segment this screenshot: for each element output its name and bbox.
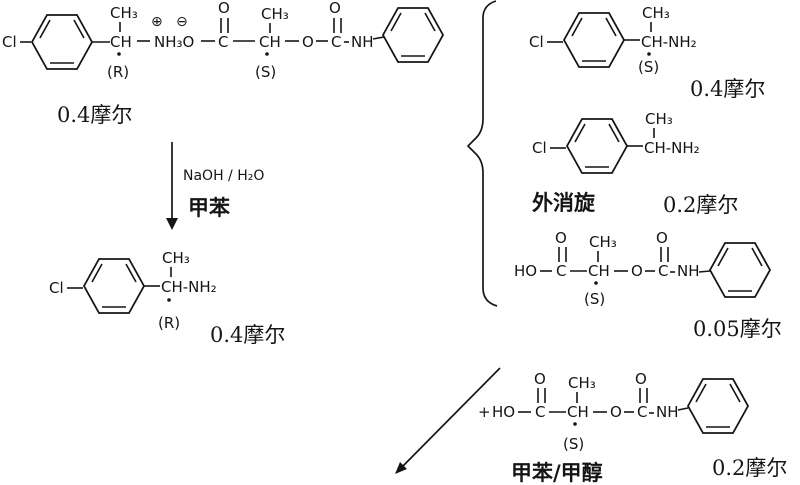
carbon-label: C	[637, 403, 647, 421]
methyl-label: CH₃	[589, 233, 617, 251]
reaction-arrow-diagonal	[401, 367, 501, 468]
ch-label: CH	[588, 262, 610, 280]
reactant-salt-structure: Cl CH₃ CH (R) ⊕ ⊖ NH₃O C O CH₃ CH (S) O …	[2, 0, 444, 127]
carbon-label: C	[556, 262, 566, 280]
arrowhead-icon	[166, 218, 178, 230]
carbonyl-o-label: O	[555, 229, 567, 247]
mole-amount-label: 0.4摩尔	[210, 323, 285, 347]
stereo-dot	[573, 422, 577, 426]
solvent-label: 甲苯	[188, 195, 230, 220]
methyl-label: CH₃	[261, 5, 289, 23]
cl-atom-label: Cl	[49, 279, 64, 297]
mole-amount-label: 0.4摩尔	[57, 103, 132, 127]
benzene-ring	[566, 118, 628, 174]
charge-minus-icon: ⊖	[176, 14, 188, 30]
stereo-label: (R)	[158, 314, 180, 332]
nh-label: NH	[656, 403, 679, 421]
reaction-step-1: NaOH / H₂O 甲苯	[166, 142, 264, 230]
stereo-label: (S)	[638, 58, 659, 76]
methyl-label: CH₃	[568, 374, 596, 392]
stereo-dot	[647, 52, 651, 56]
product-r-amine-structure: Cl CH₃ CH-NH₂ (R) 0.4摩尔	[49, 249, 285, 347]
stereo-label: (R)	[107, 63, 129, 81]
carbonyl-o-label: O	[534, 370, 546, 388]
bond	[677, 407, 689, 411]
carbon-label: C	[535, 403, 545, 421]
stereo-dot	[594, 281, 598, 285]
carbonyl-o-label: O	[635, 370, 647, 388]
carbon-label: C	[658, 262, 668, 280]
bond	[698, 270, 711, 273]
ammonium-oxygen-label: NH₃O	[154, 33, 194, 51]
benzene-ring	[31, 14, 93, 70]
grouping-brace	[466, 0, 498, 307]
ester-o-label: O	[302, 33, 314, 51]
benzene-ring	[83, 258, 145, 314]
amine-label: CH-NH₂	[161, 278, 217, 296]
nh-label: NH	[677, 262, 700, 280]
ester-o-label: O	[631, 262, 643, 280]
plus-sign: +	[478, 403, 491, 421]
solvent-label: 甲苯/甲醇	[511, 460, 603, 485]
benzene-ring	[687, 378, 749, 434]
carbonyl-o-label: O	[656, 229, 668, 247]
arrowhead-icon	[395, 462, 407, 474]
mole-amount-label: 0.4摩尔	[690, 77, 765, 101]
cl-atom-label: Cl	[529, 33, 544, 51]
benzene-ring	[709, 242, 771, 298]
methyl-label: CH₃	[162, 249, 190, 267]
mole-amount-label: 0.2摩尔	[663, 193, 738, 217]
hydroxyl-label: HO	[492, 403, 515, 421]
stereo-dot	[167, 298, 171, 302]
stereo-dot	[117, 52, 121, 56]
cl-atom-label: Cl	[532, 139, 547, 157]
amine-label: CH-NH₂	[641, 33, 697, 51]
ch-label: CH	[259, 33, 281, 51]
ester-o-label: O	[610, 403, 622, 421]
methyl-label: CH₃	[642, 4, 670, 22]
racemic-label: 外消旋	[532, 190, 596, 215]
bond	[372, 36, 385, 40]
byproduct-s-amine-structure: Cl CH₃ CH-NH₂ (S) 0.4摩尔	[529, 4, 765, 101]
benzene-ring	[563, 12, 625, 68]
ch-label: CH	[110, 33, 132, 51]
carbonyl-o-label: O	[218, 0, 230, 17]
byproduct-s-acid-structure: HO C O CH₃ CH (S) O C O NH 0.05摩尔	[514, 229, 782, 341]
methyl-label: CH₃	[645, 110, 673, 128]
hydroxyl-label: HO	[514, 262, 537, 280]
ch-label: CH	[567, 403, 589, 421]
reagent-label: NaOH / H₂O	[183, 168, 264, 184]
carbonyl-o-label: O	[329, 0, 341, 17]
cl-atom-label: Cl	[2, 33, 17, 51]
nh-label: NH	[351, 33, 374, 51]
stereo-label: (S)	[563, 435, 584, 453]
carbon-label: C	[218, 33, 228, 51]
charge-plus-icon: ⊕	[151, 14, 163, 30]
benzene-ring	[382, 7, 444, 63]
byproduct-racemic-amine-structure: Cl CH₃ CH-NH₂ 外消旋 0.2摩尔	[532, 110, 738, 217]
stereo-label: (S)	[255, 63, 276, 81]
methyl-label: CH₃	[110, 4, 138, 22]
mole-amount-label: 0.05摩尔	[693, 317, 782, 341]
mole-amount-label: 0.2摩尔	[712, 456, 787, 480]
amine-label: CH-NH₂	[644, 139, 700, 157]
reaction-step-2: + HO C O CH₃ CH (S) O C O NH 甲苯/甲醇 0.2摩尔	[395, 367, 787, 485]
stereo-label: (S)	[584, 290, 605, 308]
stereo-dot	[265, 52, 269, 56]
carbon-label: C	[331, 33, 341, 51]
